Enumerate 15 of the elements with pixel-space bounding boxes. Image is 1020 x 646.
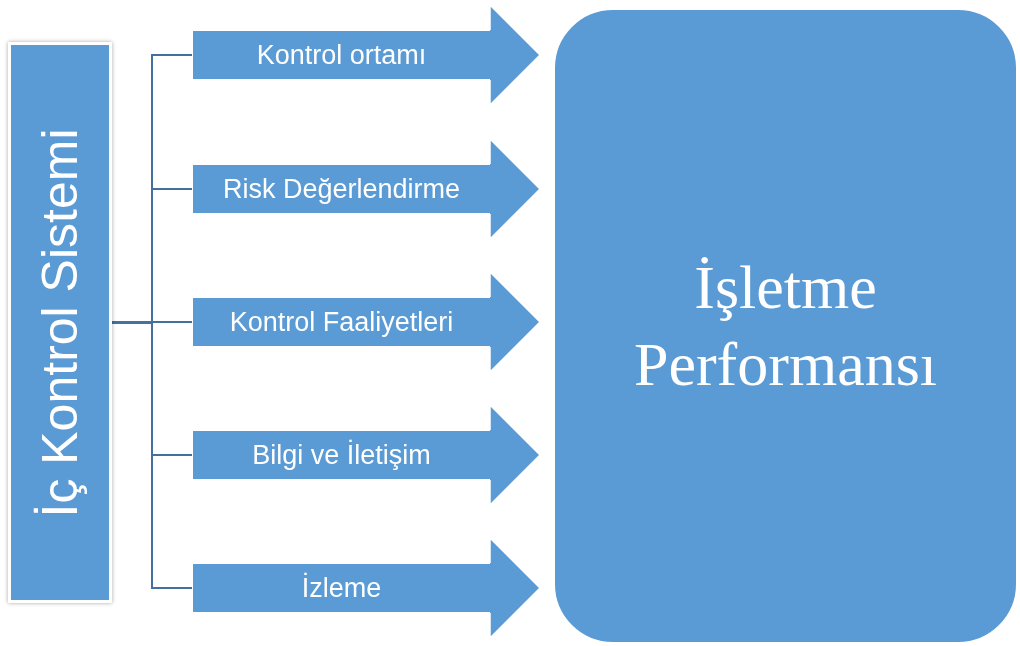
rounded-box (553, 8, 1018, 644)
arrow-body (192, 164, 490, 214)
arrow-label: Kontrol ortamı (256, 39, 427, 71)
arrow-label: İzleme (301, 572, 382, 604)
vertical-box (8, 42, 112, 603)
box-title: İç Kontrol Sistemi (31, 128, 89, 517)
arrow-body (192, 30, 490, 80)
arrow-label: Bilgi ve İletişim (252, 439, 431, 471)
arrow-label: Risk Değerlendirme (222, 173, 461, 205)
connector-line (111, 321, 193, 589)
arrow-body (192, 297, 490, 347)
arrow-body (192, 563, 490, 613)
arrow-label: Kontrol Faaliyetleri (229, 306, 454, 338)
box-title: İşletme Performansı (632, 251, 938, 400)
arrow-body (192, 430, 490, 480)
